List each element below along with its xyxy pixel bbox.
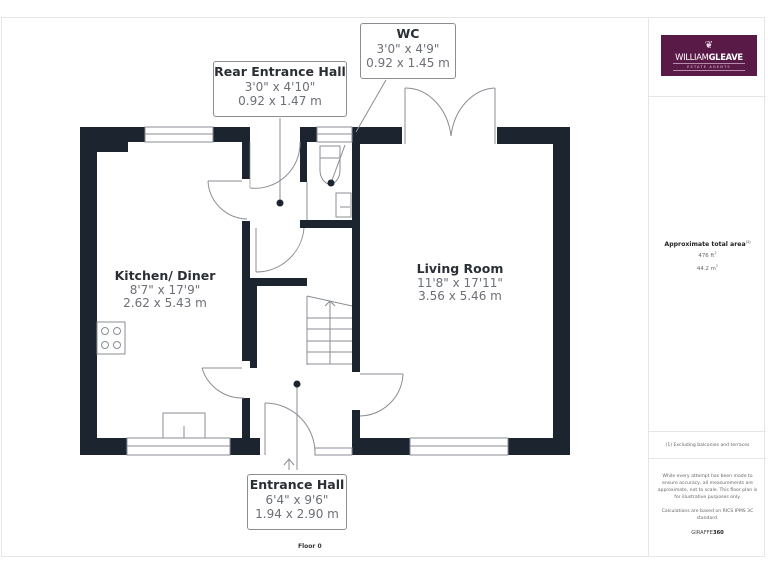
footnote-text: (1) Excluding balconies and terraces xyxy=(665,443,750,448)
callout-entrance-hall: Entrance Hall 6'4" x 9'6" 1.94 x 2.90 m xyxy=(247,474,347,530)
footnote-section: (1) Excluding balconies and terraces xyxy=(649,432,766,459)
floor-label: Floor 0 xyxy=(298,543,322,550)
area-title-text: Approximate total area xyxy=(664,241,746,249)
room-label-living-room: Living Room 11'8" x 17'11" 3.56 x 5.46 m xyxy=(400,261,520,303)
logo-name: WILLIAMGLEAVE xyxy=(661,52,757,62)
brand-bold: 360 xyxy=(712,530,724,536)
room-size-imperial: 11'8" x 17'11" xyxy=(417,276,503,290)
room-name: Rear Entrance Hall xyxy=(214,64,346,79)
room-size-metric: 1.94 x 2.90 m xyxy=(255,507,339,521)
brand-light: GIRAFFE xyxy=(691,530,713,536)
area-title: Approximate total area(1) xyxy=(649,240,766,248)
room-name: Living Room xyxy=(416,261,504,276)
area-section: Approximate total area(1) 476 ft2 44.2 m… xyxy=(649,97,766,432)
calculations-text: Calculations are based on RICS IPMS 3C s… xyxy=(661,509,754,521)
area-metric-sup: 2 xyxy=(715,263,719,268)
logo-section: ❦ WILLIAMGLEAVE ESTATE AGENTS xyxy=(649,17,766,97)
info-sidebar: ❦ WILLIAMGLEAVE ESTATE AGENTS Approximat… xyxy=(648,17,766,557)
room-size-metric: 0.92 x 1.45 m xyxy=(366,56,450,70)
fixtures xyxy=(96,79,509,470)
area-metric: 44.2 m2 xyxy=(649,261,766,274)
logo-name-bold: GLEAVE xyxy=(708,52,744,62)
room-name: Entrance Hall xyxy=(249,477,345,492)
light-points xyxy=(276,179,335,388)
disclaimer-text: While every attempt has been made to ens… xyxy=(657,474,758,500)
logo-tagline: ESTATE AGENTS xyxy=(673,63,745,71)
logo-name-light: WILLIAM xyxy=(675,52,709,62)
room-size-metric: 3.56 x 5.46 m xyxy=(418,289,502,303)
room-name: Kitchen/ Diner xyxy=(114,268,216,283)
room-size-imperial: 6'4" x 9'6" xyxy=(265,493,329,507)
area-metric-value: 44.2 m xyxy=(696,265,716,272)
floor-plan-drawing xyxy=(80,79,570,470)
area-imperial-value: 476 ft xyxy=(698,252,715,259)
room-size-imperial: 3'0" x 4'9" xyxy=(376,42,440,56)
room-label-kitchen-diner: Kitchen/ Diner 8'7" x 17'9" 2.62 x 5.43 … xyxy=(110,268,220,310)
callout-wc: WC 3'0" x 4'9" 0.92 x 1.45 m xyxy=(360,23,456,79)
room-size-metric: 2.62 x 5.43 m xyxy=(123,296,207,310)
room-size-metric: 0.92 x 1.47 m xyxy=(238,94,322,108)
room-size-imperial: 8'7" x 17'9" xyxy=(129,283,201,297)
room-size-imperial: 3'0" x 4'10" xyxy=(244,80,316,94)
logo-mark-icon: ❦ xyxy=(704,40,714,51)
callout-rear-entrance-hall: Rear Entrance Hall 3'0" x 4'10" 0.92 x 1… xyxy=(213,61,347,117)
page-frame xyxy=(1,17,765,557)
agent-logo: ❦ WILLIAMGLEAVE ESTATE AGENTS xyxy=(661,35,757,76)
giraffe360-brand: GIRAFFE360 xyxy=(649,530,766,536)
floor-plan: Kitchen/ Diner 8'7" x 17'9" 2.62 x 5.43 … xyxy=(80,23,570,550)
walls xyxy=(80,127,570,455)
area-imperial: 476 ft2 xyxy=(649,248,766,261)
room-name: WC xyxy=(396,26,420,41)
area-imperial-sup: 2 xyxy=(714,251,717,256)
disclaimer-section: While every attempt has been made to ens… xyxy=(649,459,766,557)
area-footnote-marker: (1) xyxy=(745,240,751,244)
